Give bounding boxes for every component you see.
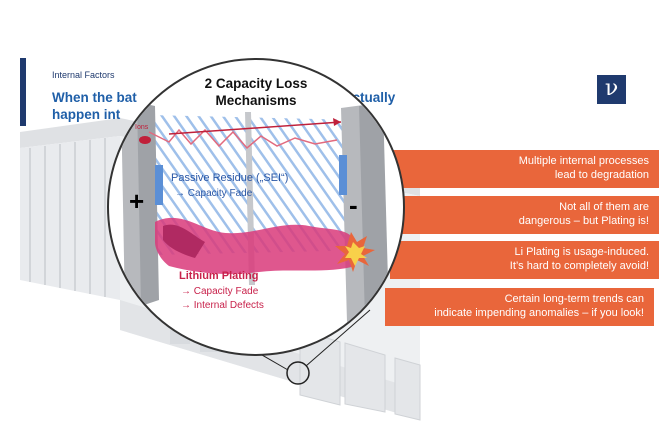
headline-line1-left: When the bat — [52, 90, 137, 105]
callout-4-line1: Certain long-term trends can — [504, 293, 644, 305]
minus-sign: - — [349, 190, 358, 220]
sei-title: Passive Residue („SEI“) — [171, 172, 289, 184]
magnifier-title-line1: 2 Capacity Loss — [204, 76, 308, 91]
section-label: Internal Factors — [52, 70, 115, 80]
headline: When the bat actually happen int — [52, 89, 432, 123]
plating-subtitle-1: → Capacity Fade — [181, 286, 259, 297]
callout-2-line1: Not all of them are — [559, 201, 649, 213]
callout-4: Certain long-term trends can indicate im… — [385, 288, 654, 326]
cell-diagram — [121, 100, 389, 322]
company-logo: ν — [597, 75, 626, 104]
ion-path — [148, 128, 338, 150]
callout-2: Not all of them are dangerous – but Plat… — [390, 196, 659, 234]
magnifier-title: 2 Capacity Loss Mechanisms — [109, 75, 403, 109]
headline-line2: happen int — [52, 107, 121, 122]
callout-1-line1: Multiple internal processes — [518, 155, 649, 167]
callout-3-line2: It’s hard to completely avoid! — [509, 260, 649, 272]
plating-subtitle-2: → Internal Defects — [181, 300, 264, 311]
callout-2-line2: dangerous – but Plating is! — [518, 215, 649, 227]
ions-label: Ions — [135, 124, 149, 131]
magnifier-title-line2: Mechanisms — [215, 93, 297, 108]
plus-sign: + — [129, 186, 145, 216]
accent-bar — [20, 58, 26, 126]
ion-blob — [139, 136, 151, 144]
callout-3-line1: Li Plating is usage-induced. — [514, 246, 649, 258]
sei-layer-right — [339, 155, 347, 195]
callout-3: Li Plating is usage-induced. It’s hard t… — [390, 241, 659, 279]
callout-1: Multiple internal processes lead to degr… — [390, 150, 659, 188]
explosion-icon — [335, 232, 375, 272]
callout-1-line2: lead to degradation — [554, 169, 649, 181]
callout-4-line2: indicate impending anomalies – if you lo… — [434, 307, 644, 319]
plating-title: Lithium Plating — [179, 270, 259, 282]
sei-subtitle: → Capacity Fade — [175, 188, 253, 199]
magnifier-circle: 2 Capacity Loss Mechanisms Ions + - Pass… — [107, 58, 405, 356]
sei-layer-left — [155, 165, 163, 205]
zoom-origin-marker — [286, 361, 310, 385]
lithium-plating-region — [155, 217, 355, 274]
